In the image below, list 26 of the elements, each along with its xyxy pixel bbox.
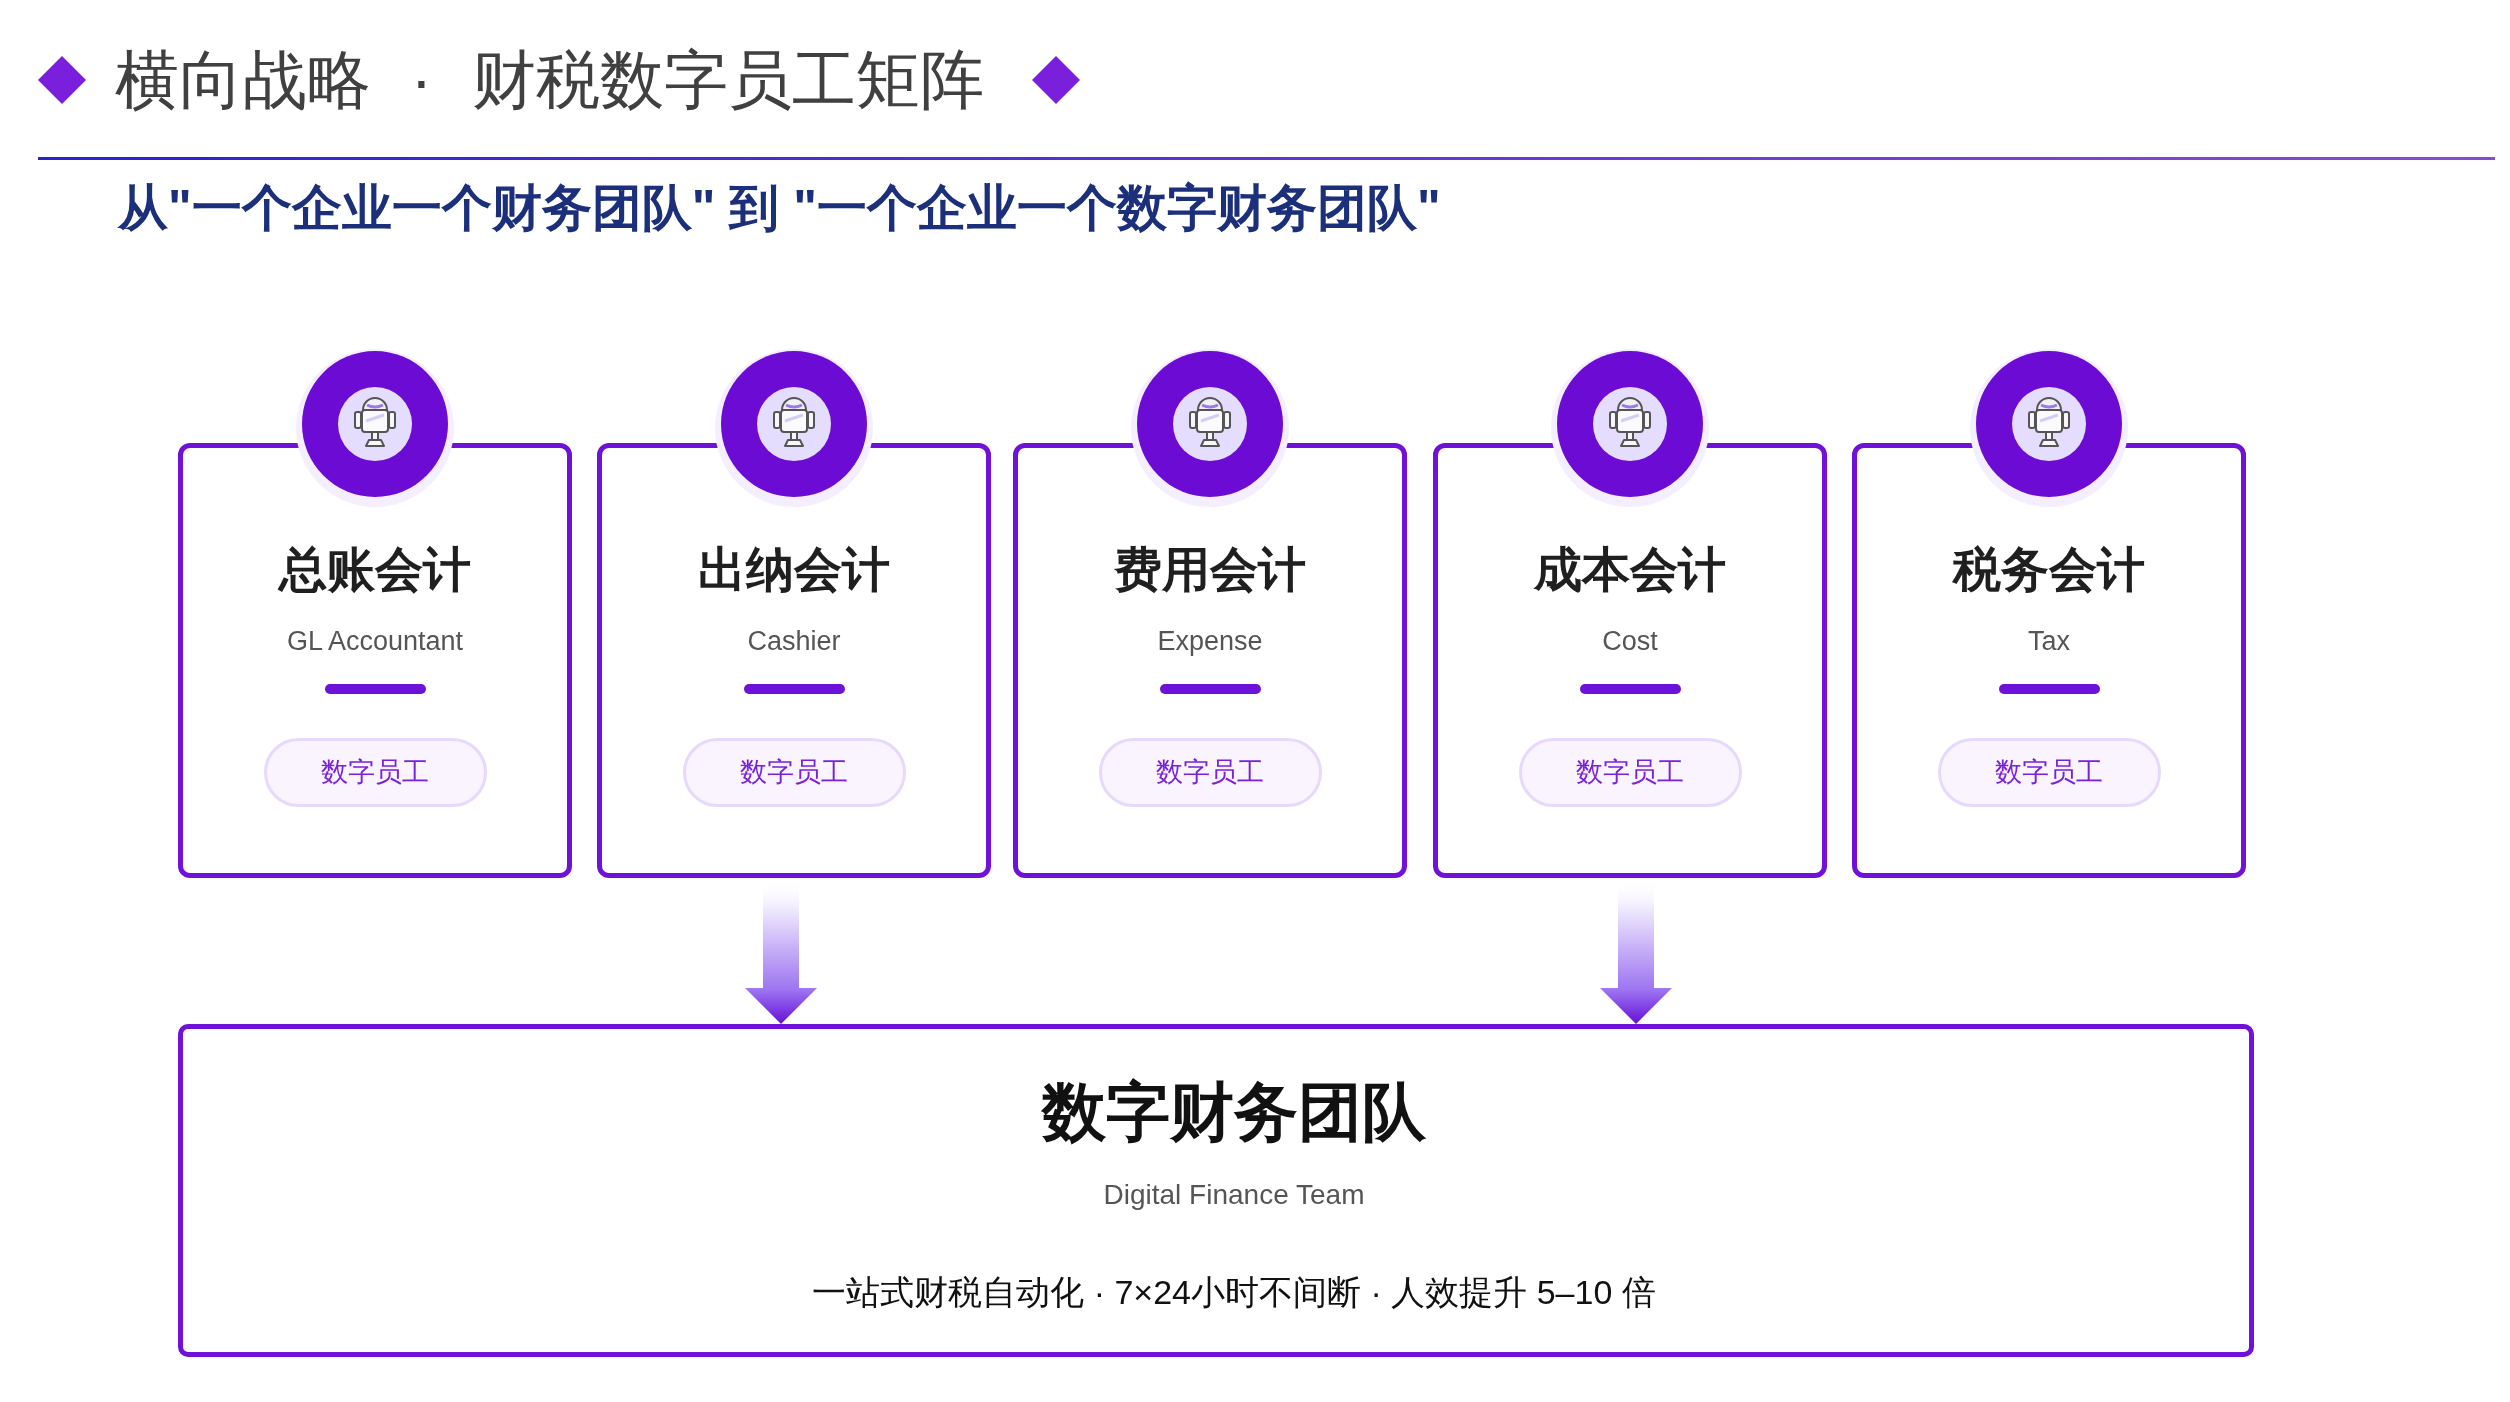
role-card [1433,443,1827,878]
tag-label: 数字员工 [321,755,429,789]
page-title: 横向战略 · 财税数字员工矩阵 [115,43,984,118]
tag-label: 数字员工 [1995,755,2103,789]
role-card [178,443,572,878]
role-title: 费用会计 [1114,542,1306,598]
tag-label: 数字员工 [1576,755,1684,789]
panel-title: 数字财务团队 [1042,1075,1426,1150]
role-title: 总账会计 [279,542,471,598]
panel-subtitle: Digital Finance Team [1103,1177,1365,1212]
page-subtitle: 从"一个企业一个财务团队" 到 "一个企业一个数字财务团队" [118,179,1441,238]
role-title: 税务会计 [1953,542,2145,598]
role-subtitle: GL Accountant [286,625,464,659]
role-title: 出纳会计 [698,542,890,598]
role-card [1852,443,2246,878]
role-card [1013,443,1407,878]
tag-label: 数字员工 [740,755,848,789]
role-subtitle: Cashier [747,625,841,659]
role-title: 成本会计 [1534,542,1726,598]
team-panel [178,1024,2254,1357]
panel-tagline: 一站式财税自动化 · 7×24小时不间断 · 人效提升 5–10 倍 [812,1271,1656,1313]
role-subtitle: Tax [2028,625,2070,659]
tag-label: 数字员工 [1156,755,1264,789]
role-subtitle: Cost [1602,625,1658,659]
role-subtitle: Expense [1157,625,1263,659]
role-card [597,443,991,878]
